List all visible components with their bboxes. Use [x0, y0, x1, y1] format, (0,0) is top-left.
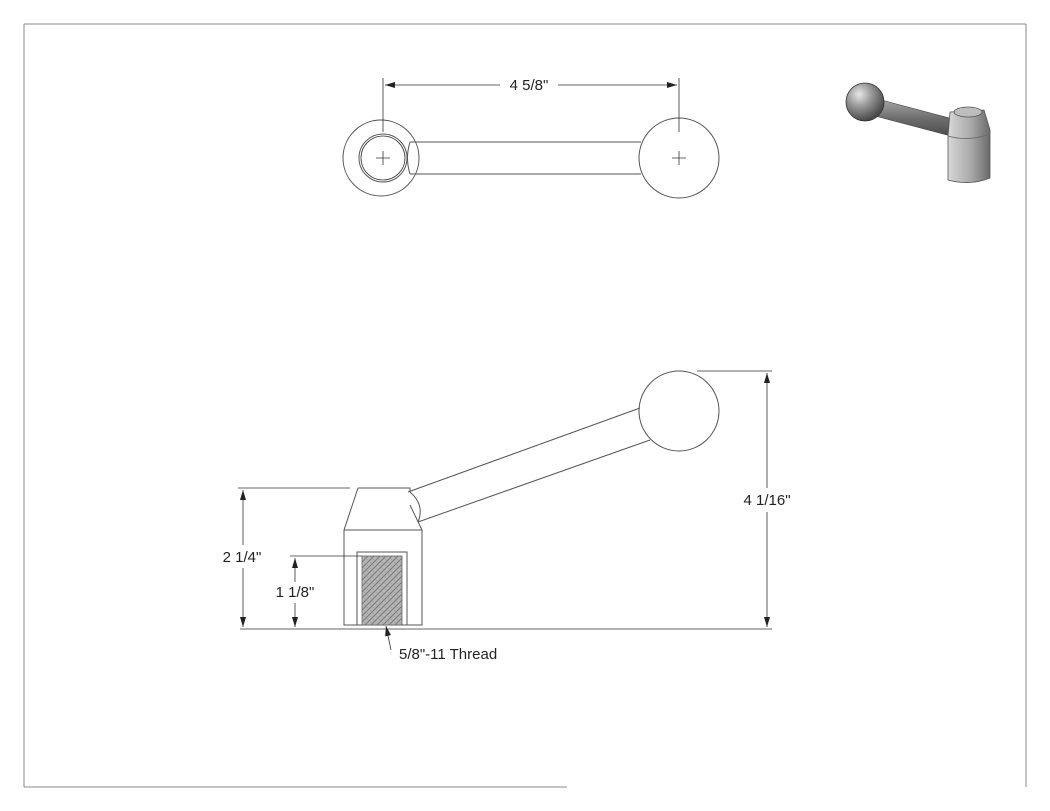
drawing-frame: [23, 23, 1027, 788]
thread-section: [361, 555, 403, 626]
ball-center-mark: [672, 151, 686, 165]
overall-height-dimension: 4 1/16": [240, 370, 791, 630]
hub-outer-circle: [342, 119, 420, 197]
front-view: [343, 370, 720, 626]
bore-inner-circle: [360, 135, 406, 181]
ball-knob: [638, 370, 720, 452]
thread-depth-label: 1 1/8": [276, 584, 315, 601]
hub-height-label: 2 1/4": [223, 549, 262, 566]
overall-height-label: 4 1/16": [743, 492, 790, 509]
top-view: [342, 117, 720, 199]
render-ball-knob: [845, 82, 885, 122]
handle-length-dimension: 4 5/8": [382, 77, 680, 132]
hub-center-mark: [376, 151, 390, 165]
thread-depth-dimension: 1 1/8": [276, 555, 362, 627]
thread-callout: 5/8"-11 Thread: [385, 625, 497, 663]
handle-length-label: 4 5/8": [510, 77, 549, 94]
thread-callout-label: 5/8"-11 Thread: [399, 646, 497, 663]
rod-outline: [407, 141, 641, 175]
lever-rod: [407, 407, 651, 523]
isometric-render: [845, 82, 991, 183]
hub-height-dimension: 2 1/4": [223, 487, 350, 627]
